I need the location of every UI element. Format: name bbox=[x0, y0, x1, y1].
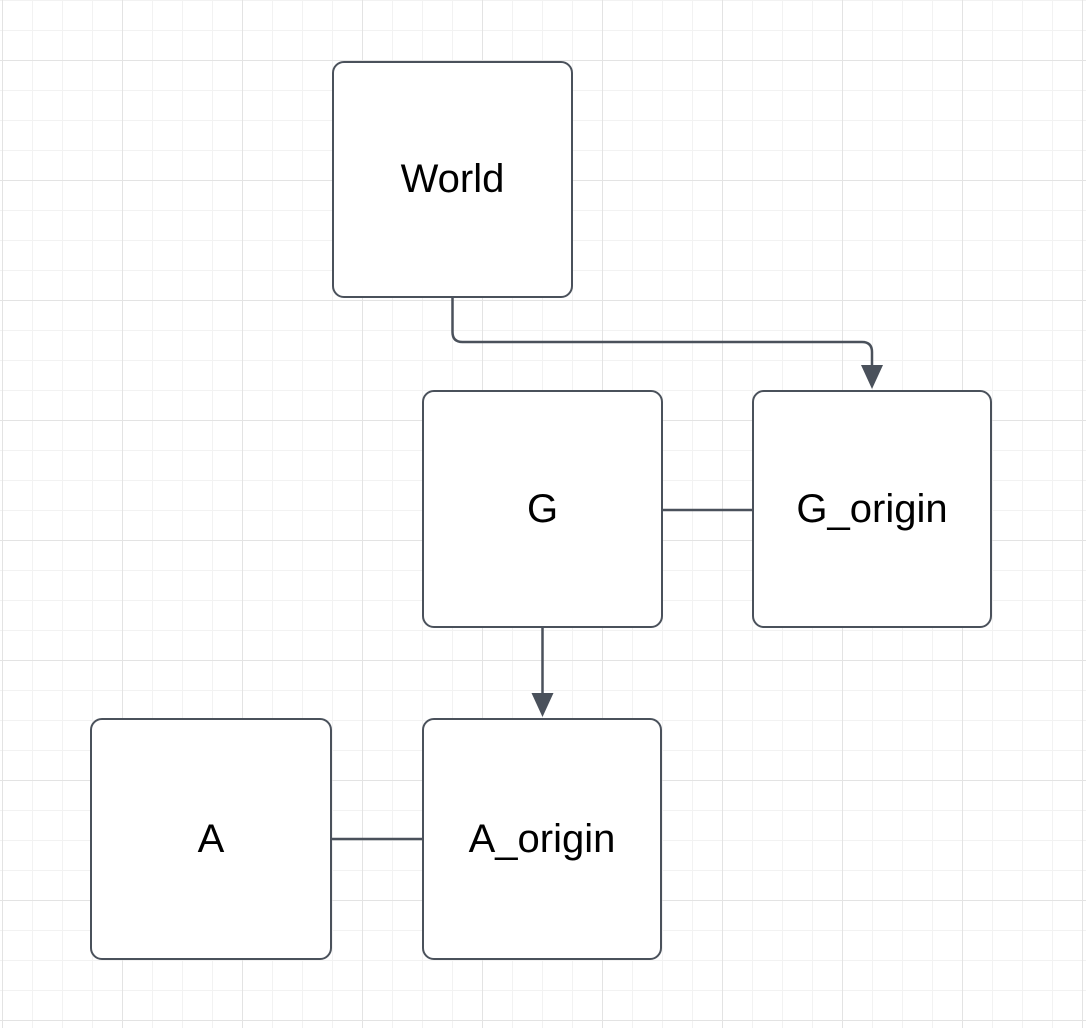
edge-world-to-g-origin-arrowhead[interactable] bbox=[861, 365, 883, 389]
node-g[interactable]: G bbox=[422, 390, 663, 628]
node-a-origin[interactable]: A_origin bbox=[422, 718, 662, 960]
node-g-origin-label: G_origin bbox=[796, 486, 948, 531]
node-a[interactable]: A bbox=[90, 718, 332, 960]
node-world[interactable]: World bbox=[332, 61, 573, 298]
node-g-origin[interactable]: G_origin bbox=[752, 390, 992, 628]
edge-world-to-g-origin[interactable] bbox=[451, 298, 874, 368]
node-a-label: A bbox=[197, 816, 225, 861]
node-a-origin-label: A_origin bbox=[468, 816, 616, 861]
node-world-label: World bbox=[400, 157, 505, 201]
node-g-label: G bbox=[526, 486, 559, 531]
edge-g-to-a-origin-arrowhead[interactable] bbox=[531, 693, 554, 717]
